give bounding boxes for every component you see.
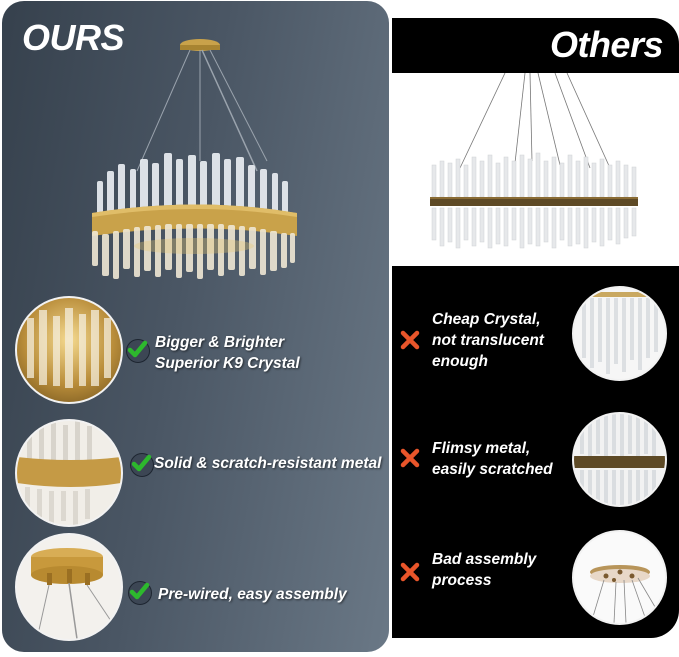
- others-feature-2-text: Flimsy metal, easily scratched: [432, 440, 553, 478]
- ours-canopy-closeup-image: [15, 533, 123, 641]
- ours-gold-ring-closeup-image: [15, 419, 123, 527]
- others-canopy-closeup-image: [572, 530, 667, 625]
- others-crystal-closeup-image: [572, 286, 667, 381]
- ours-panel: OURS: [2, 1, 389, 652]
- others-title: Others: [549, 24, 664, 65]
- x-icon: [400, 562, 420, 582]
- others-header: Others: [392, 18, 679, 73]
- others-thin-ring-closeup-image: [572, 412, 667, 507]
- x-icon: [400, 448, 420, 468]
- ours-feature-2-text: Solid & scratch-resistant metal: [154, 455, 382, 472]
- check-icon: [130, 453, 154, 477]
- ours-crystal-closeup-image: [15, 296, 123, 404]
- check-icon: [126, 339, 150, 363]
- others-chandelier-image: [430, 73, 638, 249]
- x-icon: [400, 330, 420, 350]
- ours-chandelier-image: [92, 39, 297, 279]
- ours-feature-1-text: Bigger & Brighter Superior K9 Crystal: [155, 334, 300, 372]
- ours-title: OURS: [22, 17, 125, 58]
- others-feature-3-text: Bad assembly process: [432, 551, 537, 589]
- others-feature-1-text: Cheap Crystal, not translucent enough: [432, 311, 544, 370]
- others-panel: Cheap Crystal, not translucent enough Fl…: [392, 266, 679, 638]
- ours-feature-3-text: Pre-wired, easy assembly: [158, 586, 347, 603]
- check-icon: [128, 581, 152, 605]
